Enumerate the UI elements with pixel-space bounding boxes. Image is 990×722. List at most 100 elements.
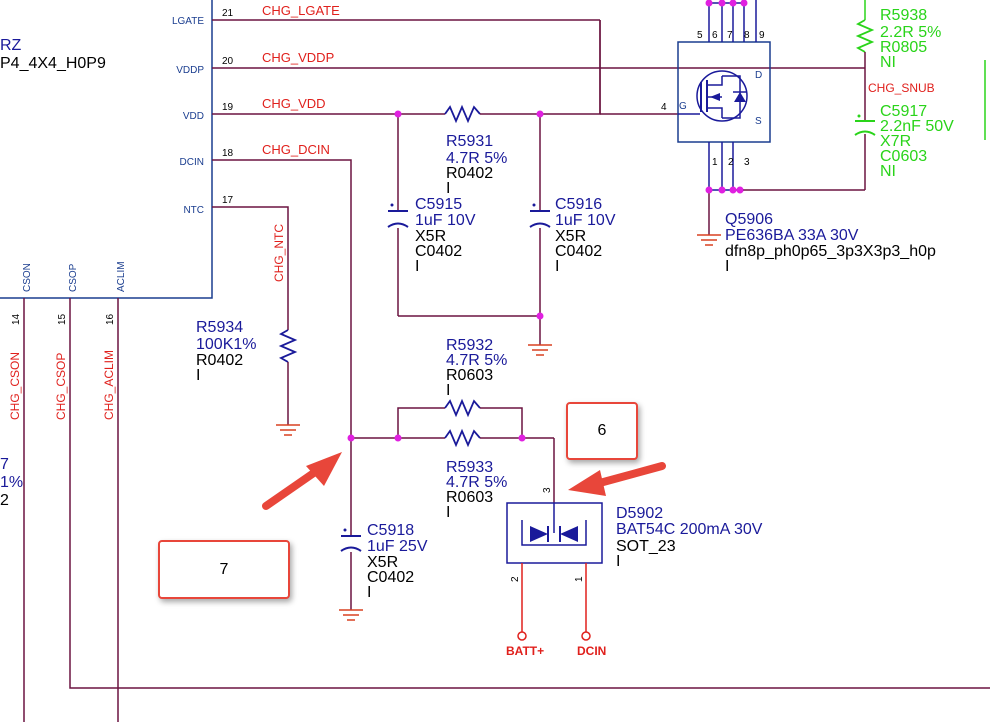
cap-c5915-plate2: [387, 222, 409, 228]
d5902-extra: I: [616, 553, 620, 570]
r5933-footprint: R0603: [446, 489, 493, 506]
r5934-value: 100K1%: [196, 336, 257, 353]
ic-pin-vddp: VDDP 20 CHG_VDDP: [176, 50, 865, 76]
r5931-footprint: R0402: [446, 165, 493, 182]
d5902-pin3: 3: [542, 487, 553, 493]
port-batt-icon: [517, 631, 527, 641]
mosfet-pin-labels: 5 6 7 8 9 1 2 3 4 G D S: [661, 30, 765, 168]
arrow-to-dcin-node: [262, 452, 342, 510]
port-dcin-label: DCIN: [577, 644, 606, 658]
ic-pin-ntc: NTC 17 CHG_NTC: [183, 195, 289, 330]
pin-name-ntc: NTC: [183, 205, 204, 216]
mosfet-q5906: [677, 0, 865, 235]
q5906-top-pin-3: 8: [744, 30, 750, 41]
callout-7-number: 7: [219, 560, 229, 578]
c5916-ref: C5916: [555, 196, 602, 213]
cap-c5918-plate2: [340, 546, 362, 552]
pin-name-csop: CSOP: [68, 263, 79, 292]
resistor-r5932-symbol: [444, 398, 481, 418]
resistor-r5931-symbol: [444, 104, 481, 124]
net-chg-vdd: CHG_VDD: [262, 96, 326, 111]
net-chg-vddp: CHG_VDDP: [262, 50, 334, 65]
net-chg-aclim: CHG_ACLIM: [102, 350, 116, 420]
ic-title-frag1: RZ: [0, 37, 22, 54]
d5902-ref: D5902: [616, 505, 663, 522]
ic-title-frag2: P4_4X4_H0P9: [0, 55, 106, 72]
d5902-value: BAT54C 200mA 30V: [616, 521, 763, 538]
ic-pin-dcin: DCIN 18 CHG_DCIN: [180, 142, 352, 610]
q5906-top-pin-2: 7: [727, 30, 733, 41]
d5902-footprint: SOT_23: [616, 538, 676, 555]
r5938-value: 2.2R 5%: [880, 24, 941, 41]
resistor-r5938-symbol: [855, 19, 875, 53]
pin-name-aclim: ACLIM: [116, 261, 127, 292]
d5902-pin1: 1: [574, 576, 585, 582]
left-partial-line2: 1%: [0, 474, 23, 491]
cap-c5916-plate2: [529, 222, 551, 228]
c5915-extra: I: [415, 258, 419, 275]
ic-pin-vdd: VDD 19 CHG_VDD: [183, 96, 445, 122]
vdd-filter: [387, 20, 678, 356]
pin-num-aclim: 16: [105, 313, 116, 325]
r5932-footprint: R0603: [446, 367, 493, 384]
pin-num-vdd: 19: [222, 102, 234, 113]
q5906-top-pin-0: 5: [697, 30, 703, 41]
pin-num-vddp: 20: [222, 56, 234, 67]
left-partial-line3: 2: [0, 492, 9, 509]
net-chg-ntc: CHG_NTC: [272, 224, 286, 282]
pin-num-cson: 14: [11, 313, 22, 325]
q5906-extra: I: [725, 258, 729, 275]
r5938-extra: NI: [880, 54, 896, 71]
ic-pin-cson: CSON 14 CHG_CSON: [8, 263, 33, 722]
r5931-value: 4.7R 5%: [446, 150, 507, 167]
pin-name-vdd: VDD: [183, 111, 204, 122]
r5934-footprint: R0402: [196, 352, 243, 369]
ground-icon-q5906: [697, 234, 721, 246]
c5916-extra: I: [555, 258, 559, 275]
c5918-extra: I: [367, 584, 371, 601]
q5906-d-label: D: [755, 70, 762, 81]
pin-num-ntc: 17: [222, 195, 234, 206]
r5931-extra: I: [446, 180, 450, 197]
q5906-gate-pin: 4: [661, 102, 667, 113]
c5918-ref: C5918: [367, 522, 414, 539]
q5906-bottom-pin-2: 3: [744, 157, 750, 168]
callout-6: 6: [566, 402, 638, 460]
c5917-footprint: C0603: [880, 148, 927, 165]
c5917-extra: NI: [880, 163, 896, 180]
mosfet-q5906-body: [677, 41, 771, 143]
r5934-extra: I: [196, 367, 200, 384]
junctions: [347, 0, 748, 442]
resistor-r5934-symbol: [278, 329, 298, 363]
ground-icon-vdd: [528, 344, 552, 356]
ic-pin-lgate: LGATE 21 CHG_LGATE: [172, 3, 600, 27]
arrow-to-diode: [568, 462, 666, 496]
net-chg-snub: CHG_SNUB: [868, 81, 935, 95]
net-chg-dcin: CHG_DCIN: [262, 142, 330, 157]
pin-name-dcin: DCIN: [180, 157, 204, 168]
r5931-ref: R5931: [446, 133, 493, 150]
r5933-extra: I: [446, 504, 450, 521]
resistor-r5933-symbol: [444, 428, 481, 448]
q5906-bottom-pin-1: 2: [728, 157, 734, 168]
port-batt-label: BATT+: [506, 644, 544, 658]
r5933-value: 4.7R 5%: [446, 474, 507, 491]
c5918-dielectric: X5R: [367, 554, 398, 571]
ic-pin-csop: CSOP 15 CHG_CSOP: [54, 263, 990, 689]
pin-num-dcin: 18: [222, 148, 234, 159]
c5915-dielectric: X5R: [415, 228, 446, 245]
q5906-value: PE636BA 33A 30V: [725, 227, 859, 244]
q5906-top-pin-1: 6: [712, 30, 718, 41]
c5918-value: 1uF 25V: [367, 538, 428, 555]
ic-outline: [0, 0, 213, 299]
q5906-footprint: dfn8p_ph0p65_3p3X3p3_h0p: [725, 243, 936, 260]
ground-icon-c5918: [339, 609, 363, 621]
q5906-ref: Q5906: [725, 211, 773, 228]
net-chg-csop: CHG_CSOP: [54, 353, 68, 420]
net-chg-lgate: CHG_LGATE: [262, 3, 340, 18]
pin-name-cson: CSON: [22, 263, 33, 292]
pin-num-lgate: 21: [222, 8, 234, 19]
q5906-g-label: G: [679, 101, 687, 112]
ground-icon-ntc: [276, 424, 300, 436]
